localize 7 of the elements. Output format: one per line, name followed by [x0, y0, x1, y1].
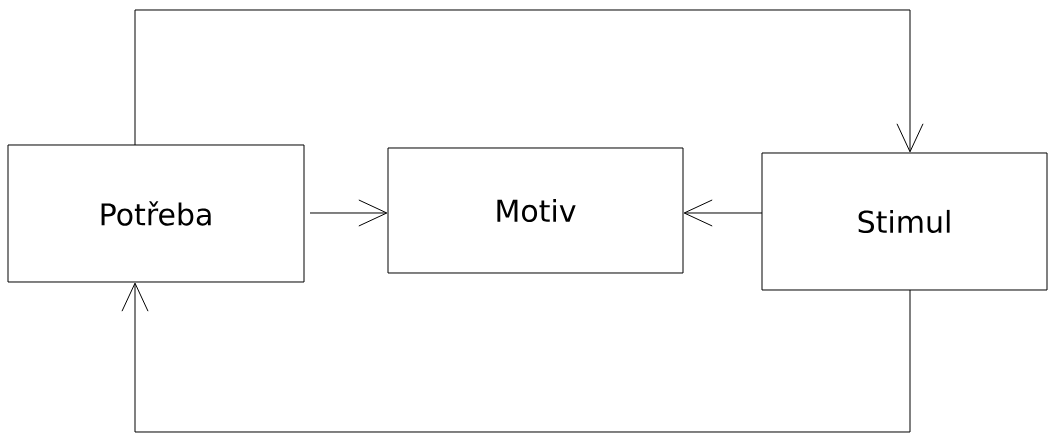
process-box: Potřeba — [7, 144, 305, 283]
arrow — [134, 9, 924, 153]
arrow — [121, 282, 911, 433]
process-box: Motiv — [387, 147, 684, 274]
process-box: Stimul — [761, 152, 1048, 291]
arrow — [309, 199, 388, 227]
arrow — [683, 199, 763, 227]
